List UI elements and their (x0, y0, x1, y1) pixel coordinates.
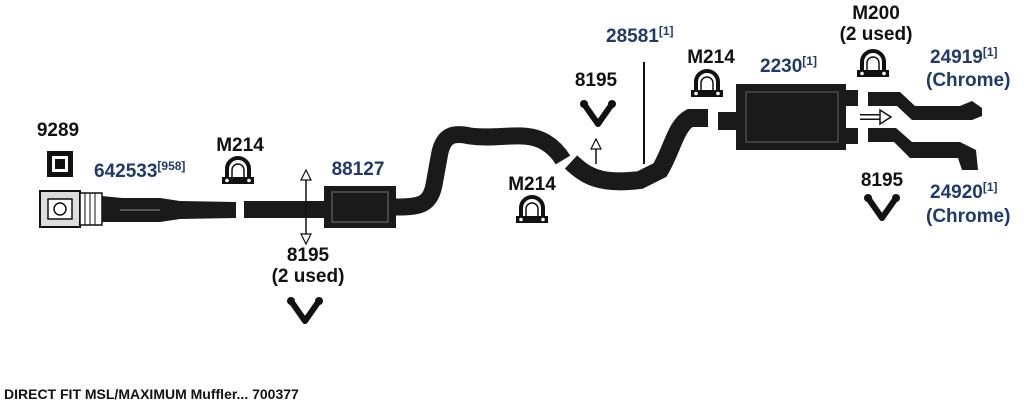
label-m214-mid: M214 (508, 174, 556, 195)
label-8195-mid: 8195 (575, 70, 618, 91)
arrow-icon (300, 168, 312, 246)
label-m214-rear: M214 (687, 47, 735, 68)
u-clamp-icon[interactable] (220, 156, 256, 186)
u-clamp-icon[interactable] (689, 69, 725, 99)
label-9289: 9289 (37, 120, 79, 141)
label-642533: 642533[958] (94, 159, 185, 182)
tail-pipe-28581[interactable] (564, 109, 708, 191)
u-clamp-icon[interactable] (855, 49, 891, 79)
label-8195-rear: 8195 (861, 170, 904, 191)
resonator-88127[interactable] (324, 186, 396, 228)
label-28581: 28581[1] (606, 24, 674, 47)
label-8195-front: 8195 (287, 245, 330, 266)
front-pipe-642533[interactable] (102, 196, 236, 222)
v-hanger-icon[interactable] (864, 194, 900, 218)
label-m214-front: M214 (216, 135, 264, 156)
label-2230: 2230[1] (760, 54, 817, 77)
label-m200-qty: (2 used) (840, 24, 913, 45)
intermediate-pipe[interactable] (244, 201, 324, 218)
pipe-joint (718, 112, 736, 130)
flange-icon[interactable] (39, 190, 103, 228)
over-axle-pipe[interactable] (395, 126, 571, 216)
diagram-caption: DIRECT FIT MSL/MAXIMUM Muffler... 700377 (4, 386, 299, 402)
arrow-icon (590, 137, 602, 164)
label-24920: 24920[1] (930, 180, 998, 203)
label-88127: 88127 (332, 159, 385, 180)
gasket-icon[interactable] (47, 151, 73, 177)
label-24919: 24919[1] (930, 45, 998, 68)
label-m200: M200 (852, 3, 900, 24)
v-hanger-icon[interactable] (287, 297, 323, 321)
muffler-2230[interactable] (736, 84, 858, 150)
label-24919-finish: (Chrome) (926, 70, 1010, 91)
chrome-tip-24920[interactable] (868, 128, 978, 170)
v-hanger-icon[interactable] (580, 100, 616, 124)
label-8195-front-qty: (2 used) (272, 266, 345, 287)
chrome-tip-24919[interactable] (868, 92, 982, 120)
u-clamp-icon[interactable] (514, 195, 550, 225)
label-24920-finish: (Chrome) (926, 206, 1010, 227)
arrow-icon (860, 108, 893, 126)
